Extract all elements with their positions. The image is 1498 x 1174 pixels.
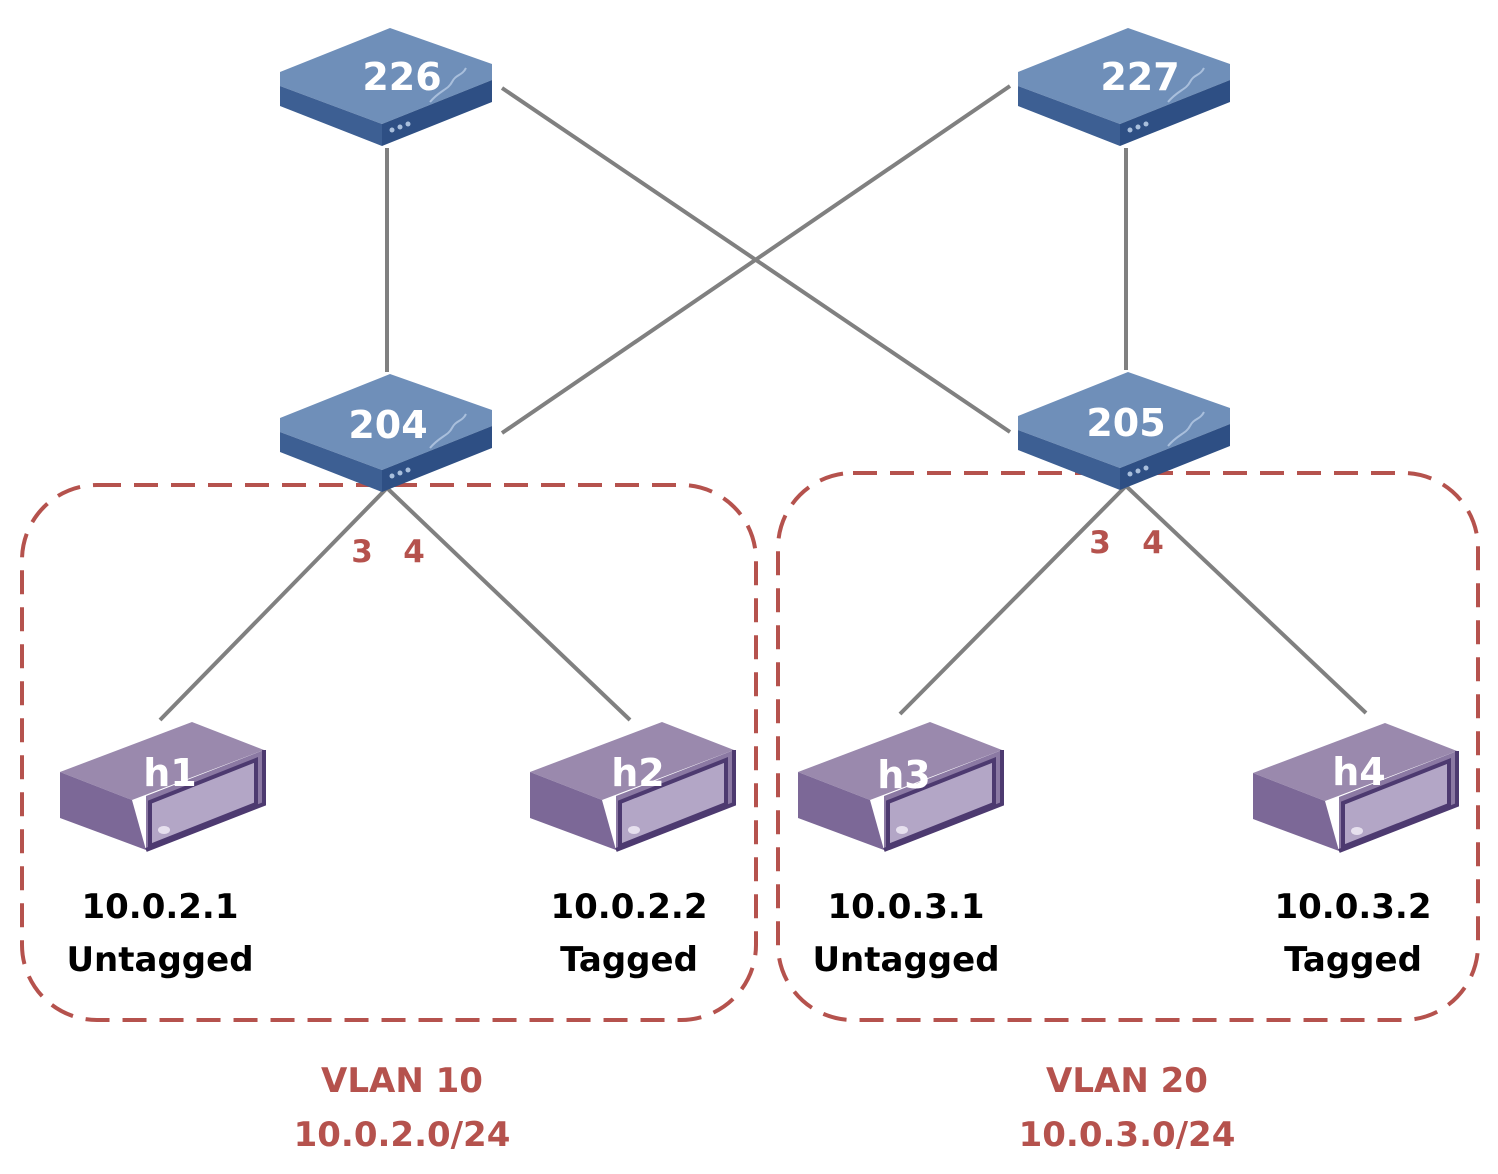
host-label: h4 <box>1332 750 1386 794</box>
host-h3-mode: Untagged <box>812 940 999 980</box>
host-h1-ip: 10.0.2.1 <box>81 887 238 927</box>
port-label-204-3: 3 <box>351 534 373 570</box>
vlan10-subnet: 10.0.2.0/24 <box>294 1115 511 1155</box>
host-h4-ip: 10.0.3.2 <box>1274 887 1431 927</box>
link-204-h2 <box>385 486 632 722</box>
host-h4[interactable]: h4 <box>1251 721 1459 853</box>
host-h1-mode: Untagged <box>66 940 253 980</box>
host-label: h2 <box>611 751 665 795</box>
link-204-h1 <box>158 486 389 722</box>
link-205-h4 <box>1124 484 1368 715</box>
vlan10-name: VLAN 10 <box>321 1061 483 1101</box>
link-227-204 <box>500 84 1012 435</box>
vlan20-name: VLAN 20 <box>1046 1061 1208 1101</box>
switch-205[interactable]: 205 <box>1017 371 1231 491</box>
host-h2-mode: Tagged <box>560 940 698 980</box>
host-h2-ip: 10.0.2.2 <box>550 887 707 927</box>
host-label: h1 <box>143 751 197 795</box>
host-h4-mode: Tagged <box>1284 940 1422 980</box>
switch-label: 204 <box>348 403 427 447</box>
vlan10-boundary <box>20 483 758 1022</box>
switch-204[interactable]: 204 <box>279 373 493 493</box>
vlan20-subnet: 10.0.3.0/24 <box>1019 1115 1236 1155</box>
host-h3-ip: 10.0.3.1 <box>827 887 984 927</box>
switch-227[interactable]: 227 <box>1017 27 1231 147</box>
host-h1[interactable]: h1 <box>58 720 266 852</box>
switch-label: 227 <box>1100 55 1179 99</box>
host-label: h3 <box>877 753 931 797</box>
port-label-205-3: 3 <box>1089 525 1111 561</box>
port-label-205-4: 4 <box>1142 525 1164 561</box>
host-h2[interactable]: h2 <box>528 720 736 852</box>
switch-label: 226 <box>362 55 441 99</box>
link-205-h3 <box>898 484 1128 716</box>
switch-226[interactable]: 226 <box>279 27 493 147</box>
switch-label: 205 <box>1086 401 1165 445</box>
host-h3[interactable]: h3 <box>796 720 1004 852</box>
port-label-204-4: 4 <box>403 534 425 570</box>
